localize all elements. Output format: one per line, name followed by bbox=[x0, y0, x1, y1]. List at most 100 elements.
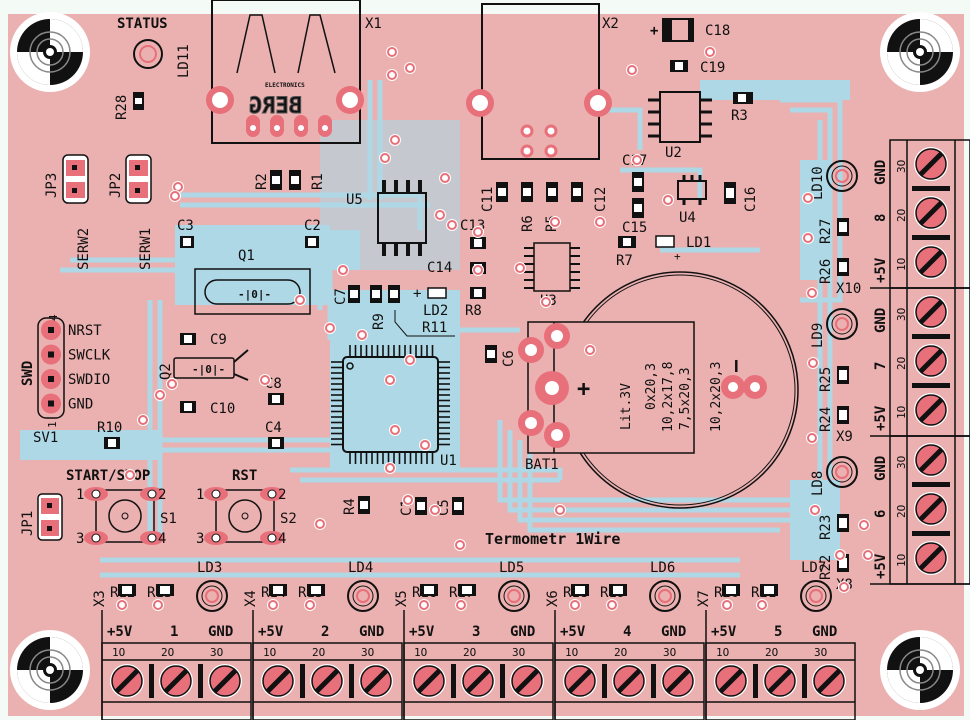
swd-pin: SWDIO bbox=[41, 369, 110, 389]
label-r28: R28 bbox=[114, 95, 130, 120]
svg-text:-|0|-: -|0|- bbox=[192, 363, 225, 376]
channel-number: 2 bbox=[321, 624, 329, 640]
jumper-jp3: JP3 SERW2 bbox=[44, 154, 92, 270]
led-label: LD4 bbox=[348, 560, 373, 576]
label-c16: C16 bbox=[743, 187, 759, 212]
battery-spec-text: 0x20,3 bbox=[644, 363, 659, 410]
capacitor-c18: + C18 bbox=[650, 18, 730, 42]
pin-label-gnd: GND bbox=[510, 624, 535, 640]
mcu-u1: U1 bbox=[331, 345, 457, 469]
battery-plus-sign: + bbox=[577, 377, 590, 402]
label-q2: Q2 bbox=[158, 363, 174, 380]
pin-label-plus5v: +5V bbox=[873, 257, 889, 283]
channel-number: 1 bbox=[170, 624, 178, 640]
label-c18: C18 bbox=[705, 23, 730, 39]
label-r7: R7 bbox=[616, 253, 633, 269]
label-u2: U2 bbox=[665, 145, 682, 161]
components-c13-c14-r8: C13 C14 R8 + LD2 C7 R9 R11 bbox=[333, 218, 486, 337]
resistor-label: R23 bbox=[818, 515, 834, 540]
switch-pin-number: 3 bbox=[76, 531, 84, 547]
label-c11: C11 bbox=[480, 187, 496, 212]
label-u1: U1 bbox=[440, 453, 457, 469]
label-r8: R8 bbox=[465, 303, 482, 319]
connector-ref: X6 bbox=[545, 590, 561, 607]
channel-number: 8 bbox=[873, 214, 889, 222]
pin-label-plus5v: +5V bbox=[258, 624, 284, 640]
crystal-q2-group: C9 -|0|- Q2 C10 C8 C4 R10 bbox=[97, 332, 284, 449]
pin-label-plus5v: +5V bbox=[409, 624, 435, 640]
swd-pin-label: SWCLK bbox=[68, 348, 111, 364]
pin-number: 1O bbox=[895, 406, 908, 419]
switch-pin-number: 2 bbox=[158, 487, 166, 503]
mounting-hole-icon bbox=[10, 630, 90, 710]
channel-number: 7 bbox=[873, 362, 889, 370]
switch-pin-number: 4 bbox=[278, 531, 286, 547]
pin-label-gnd: GND bbox=[661, 624, 686, 640]
label-bat1: BAT1 bbox=[525, 457, 559, 473]
label-q1: Q1 bbox=[238, 248, 255, 264]
resistor-r3: R3 bbox=[731, 92, 753, 124]
swd-pin: GND bbox=[41, 393, 93, 414]
mounting-hole-icon bbox=[880, 12, 960, 92]
pin-label-gnd: GND bbox=[359, 624, 384, 640]
status-led-ld11: STATUS LD11 bbox=[117, 16, 192, 78]
pin-label-gnd: GND bbox=[812, 624, 837, 640]
resistors-r1-r2: R2 R1 bbox=[254, 170, 326, 190]
chip-u5: U5 bbox=[346, 180, 427, 256]
pin-number: 2O bbox=[765, 646, 778, 659]
resistor-label: R26 bbox=[818, 259, 834, 284]
label-swd: SWD bbox=[20, 361, 36, 386]
label-jp1: JP1 bbox=[20, 511, 36, 536]
pin-number: 3O bbox=[361, 646, 374, 659]
pin-number: 3O bbox=[663, 646, 676, 659]
switch-label: START/STOP bbox=[66, 468, 150, 484]
label-c3: C3 bbox=[177, 218, 194, 234]
label-ld11: LD11 bbox=[176, 44, 192, 78]
swd-pin-label: NRST bbox=[68, 323, 102, 339]
label-c14: C14 bbox=[427, 260, 452, 276]
pin-number: 3O bbox=[210, 646, 223, 659]
pin-number: 2O bbox=[895, 209, 908, 222]
label-c12: C12 bbox=[593, 187, 609, 212]
connector-ref: X3 bbox=[92, 590, 108, 607]
connector-ref: X4 bbox=[243, 590, 259, 607]
vias bbox=[116, 46, 874, 611]
pin-number: 3O bbox=[895, 308, 908, 321]
switch-pin-number: 1 bbox=[196, 487, 204, 503]
pin-label-plus5v: +5V bbox=[107, 624, 133, 640]
label-ld2: LD2 bbox=[423, 303, 448, 319]
label-x2: X2 bbox=[602, 16, 619, 32]
switch-pin-number: 2 bbox=[278, 487, 286, 503]
pin-label-gnd: GND bbox=[873, 308, 889, 333]
pin-number: 2O bbox=[161, 646, 174, 659]
mounting-hole-icon bbox=[10, 12, 90, 92]
svg-text:+: + bbox=[674, 250, 681, 263]
label-c4: C4 bbox=[265, 420, 282, 436]
components-c17-u4-c16: C17 C15 U4 C16 R7 + LD1 bbox=[616, 153, 759, 269]
label-jp3: JP3 bbox=[44, 173, 60, 198]
svg-text:+: + bbox=[413, 286, 421, 302]
pin-number: 2O bbox=[463, 646, 476, 659]
swd-pin: NRST bbox=[41, 320, 102, 340]
resistor-label: R22 bbox=[818, 555, 834, 580]
label-c6: C6 bbox=[501, 350, 517, 367]
label-swd-pin-1: 1 bbox=[46, 421, 59, 428]
pin-number: 1O bbox=[565, 646, 578, 659]
pin-number: 2O bbox=[614, 646, 627, 659]
swd-pin-label: GND bbox=[68, 397, 93, 413]
crystal-q1-group: C3 C2 Q1 -|0|- bbox=[177, 218, 321, 315]
mounting-hole-icon bbox=[880, 630, 960, 710]
label-serw2: SERW2 bbox=[76, 228, 92, 270]
pin-number: 1O bbox=[263, 646, 276, 659]
capacitor-c19: C19 bbox=[670, 60, 725, 76]
label-r4: R4 bbox=[342, 498, 358, 515]
switch-pin-number: 1 bbox=[76, 487, 84, 503]
label-ld1: LD1 bbox=[686, 235, 711, 251]
